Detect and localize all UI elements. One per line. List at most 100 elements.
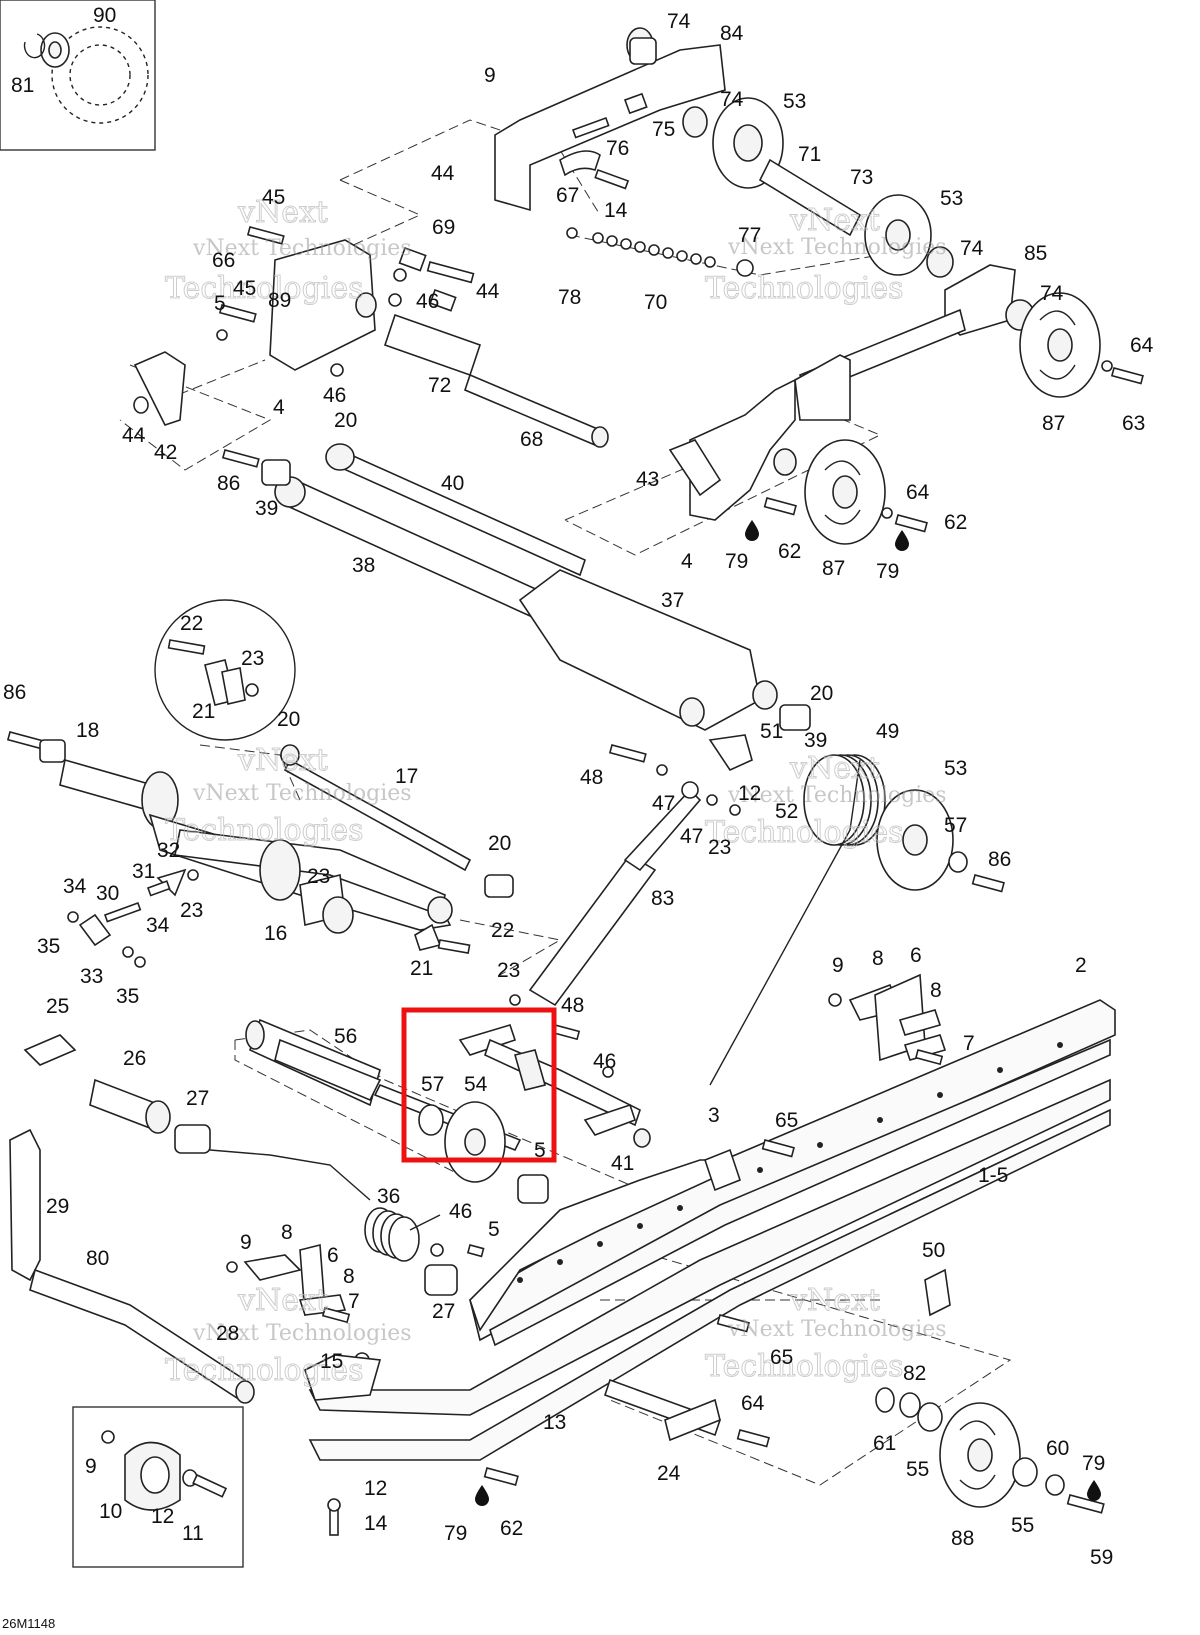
part-label: 55 [906, 1458, 929, 1481]
part-label: 83 [651, 887, 674, 910]
watermark-big: vNext [789, 203, 880, 238]
oil-drop-icon [475, 1485, 489, 1506]
watermark-big: vNext [237, 195, 328, 230]
part-label: 35 [116, 985, 139, 1008]
part-label: 5 [488, 1218, 500, 1241]
part-label: 66 [212, 249, 235, 272]
part-label: 15 [320, 1350, 343, 1373]
part-label: 23 [708, 836, 731, 859]
watermark-big: vNext [237, 743, 328, 778]
part-label: 75 [652, 118, 675, 141]
part-label: 54 [464, 1073, 488, 1096]
part-label: 62 [778, 540, 801, 563]
part-label: 86 [3, 681, 26, 704]
inset-box-stopper [72, 1406, 244, 1568]
part-label: 4 [273, 396, 285, 419]
part-label: 53 [944, 757, 967, 780]
upper-rear-axle-assembly [133, 27, 1144, 545]
part-label: 36 [377, 1185, 400, 1208]
part-label: 2 [1075, 954, 1087, 977]
part-label: 24 [657, 1462, 681, 1485]
part-label: 20 [277, 708, 300, 731]
part-label: 9 [484, 64, 496, 87]
watermark-big: vNext [789, 1283, 880, 1318]
part-label: 1-5 [978, 1164, 1008, 1187]
part-label: 68 [520, 428, 543, 451]
watermark-big: Technologies [165, 1353, 364, 1388]
part-label: 14 [364, 1512, 388, 1535]
oil-drop-icon [745, 520, 759, 541]
watermark-text: vNext Technologies [727, 235, 947, 260]
part-label: 12 [364, 1477, 387, 1500]
part-label: 31 [132, 860, 155, 883]
front-arm-assembly [6, 731, 514, 968]
highlight-box [401, 1007, 557, 1163]
part-label: 47 [652, 792, 675, 815]
part-label: 73 [850, 166, 873, 189]
watermark-big: Technologies [705, 271, 904, 306]
watermark-big: Technologies [165, 813, 364, 848]
rear-wheel-assembly [875, 1387, 1105, 1514]
oil-drop-icon [895, 530, 909, 551]
part-label: 35 [37, 935, 60, 958]
watermark-big: Technologies [705, 1349, 904, 1384]
watermark-text: vNext Technologies [192, 1321, 412, 1346]
part-label: 64 [1130, 334, 1154, 357]
part-label: 57 [421, 1073, 444, 1096]
part-label: 48 [580, 766, 603, 789]
part-label: 86 [217, 472, 240, 495]
part-label: 21 [410, 957, 433, 980]
part-label: 27 [432, 1300, 455, 1323]
part-label: 52 [775, 800, 798, 823]
part-label: 46 [593, 1050, 616, 1073]
watermark-big: Technologies [705, 815, 904, 850]
part-label: 63 [1122, 412, 1145, 435]
part-label: 9 [832, 954, 844, 977]
part-label: 62 [500, 1517, 523, 1540]
part-label: 56 [334, 1025, 357, 1048]
part-label: 67 [556, 184, 579, 207]
watermark-text: vNext Technologies [192, 781, 412, 806]
part-label: 26 [123, 1047, 146, 1070]
part-label: 16 [264, 922, 287, 945]
part-label: 28 [216, 1322, 239, 1345]
part-label: 33 [80, 965, 103, 988]
part-label: 32 [157, 839, 180, 862]
right-rail-bracket [828, 973, 947, 1066]
part-label: 87 [1042, 412, 1065, 435]
part-label: 50 [922, 1239, 945, 1262]
part-label: 9 [85, 1455, 97, 1478]
part-label: 61 [873, 1432, 896, 1455]
oil-drop-icon [1087, 1480, 1101, 1501]
part-label: 46 [323, 384, 346, 407]
drawing-code: 26M1148 [2, 1616, 55, 1631]
part-label: 8 [281, 1221, 293, 1244]
part-label: 37 [661, 589, 684, 612]
part-label: 85 [1024, 242, 1047, 265]
part-label: 44 [122, 424, 146, 447]
part-label: 20 [810, 682, 833, 705]
part-label: 86 [988, 848, 1011, 871]
part-label: 25 [46, 995, 69, 1018]
part-label: 79 [876, 560, 899, 583]
part-label: 4 [681, 550, 693, 573]
part-label: 27 [186, 1087, 209, 1110]
part-label: 6 [327, 1244, 339, 1267]
part-label: 23 [307, 865, 330, 888]
part-label: 21 [192, 700, 215, 723]
slide-rail [304, 999, 1116, 1536]
lubricant-drop-icons [475, 520, 1101, 1506]
part-label: 69 [432, 216, 455, 239]
part-label: 51 [760, 720, 783, 743]
part-label: 55 [1011, 1514, 1034, 1537]
part-label: 20 [334, 409, 357, 432]
part-label: 64 [906, 481, 930, 504]
part-label: 6 [910, 944, 922, 967]
main-frame-tubes [221, 443, 811, 731]
part-label: 38 [352, 554, 375, 577]
part-label: 88 [951, 1527, 974, 1550]
part-label: 71 [798, 143, 821, 166]
part-label: 87 [822, 557, 845, 580]
part-label: 5 [534, 1139, 546, 1162]
